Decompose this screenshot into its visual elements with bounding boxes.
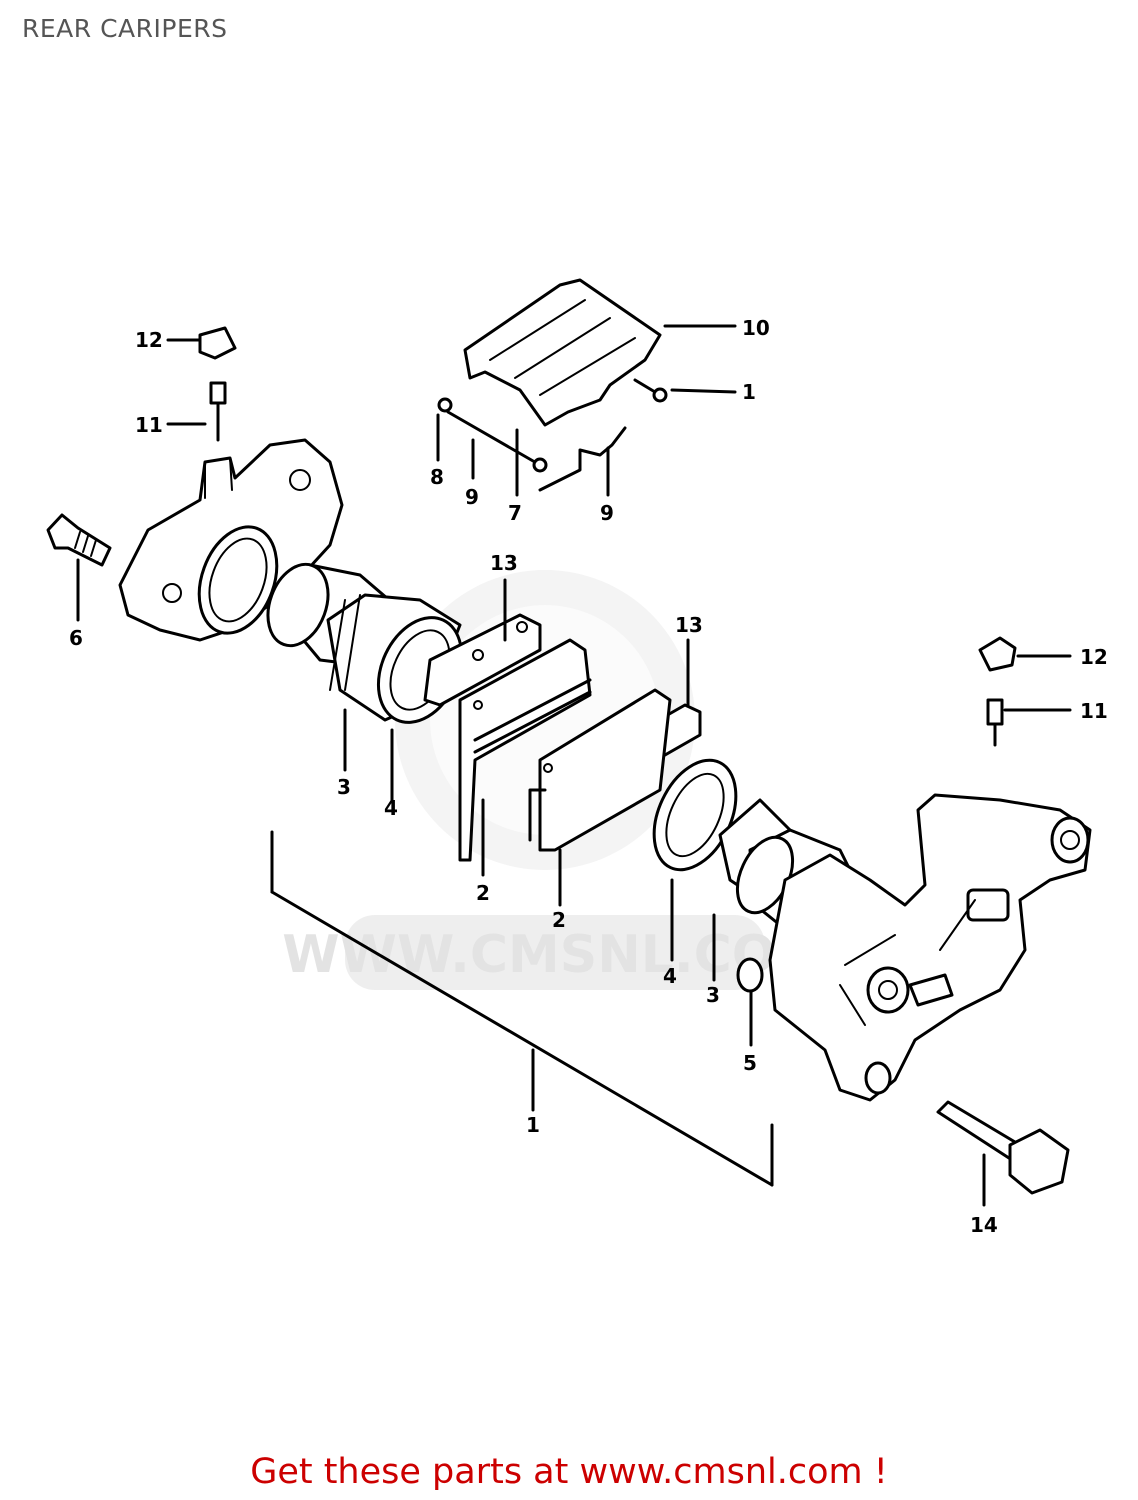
left-bleeder-bolt [46, 513, 112, 567]
callout-3-left: 3 [337, 775, 351, 799]
right-brake-pad [528, 688, 672, 852]
callout-14: 14 [970, 1213, 998, 1237]
callout-2-right: 2 [552, 908, 566, 932]
callout-6: 6 [69, 626, 83, 650]
callout-7: 7 [508, 501, 522, 525]
callout-labels: 12 11 6 10 1 8 9 7 9 13 13 3 4 2 2 12 11… [69, 316, 1108, 1237]
callout-1: 1 [526, 1113, 540, 1137]
callout-5: 5 [743, 1051, 757, 1075]
footer-link[interactable]: Get these parts at www.cmsnl.com ! [250, 1452, 888, 1492]
left-cap [198, 326, 237, 360]
right-cap [978, 636, 1017, 672]
callout-4-left: 4 [384, 796, 398, 820]
leader-lines [76, 324, 1072, 1207]
callout-9-left: 9 [465, 485, 479, 509]
callout-3-right: 3 [706, 983, 720, 1007]
left-bleeder-screw [209, 381, 227, 442]
callout-13-left: 13 [490, 551, 518, 575]
washer [736, 957, 764, 993]
callout-12-right: 12 [1080, 645, 1108, 669]
assembly-bracket [270, 830, 774, 1187]
right-bleeder-screw [986, 698, 1004, 747]
pad-spring [463, 278, 662, 427]
right-caliper-body [768, 793, 1092, 1102]
callout-11-right: 11 [1080, 699, 1108, 723]
mounting-bolt [936, 1100, 1070, 1195]
pad-pin [437, 378, 668, 473]
callout-10: 10 [742, 316, 770, 340]
page-title: REAR CARIPERS [22, 14, 228, 43]
left-shim [423, 613, 542, 707]
left-brake-pad [458, 638, 592, 862]
callout-9-right: 9 [600, 501, 614, 525]
pad-clip [538, 426, 627, 492]
callout-1-top: 1 [742, 380, 756, 404]
callout-11-left: 11 [135, 413, 163, 437]
callout-13-right: 13 [675, 613, 703, 637]
callout-12-left: 12 [135, 328, 163, 352]
callout-4-right: 4 [663, 964, 677, 988]
callout-8: 8 [430, 465, 444, 489]
callout-2-left: 2 [476, 881, 490, 905]
exploded-parts-diagram: WWW.CMSNL.COM [46, 278, 1108, 1237]
